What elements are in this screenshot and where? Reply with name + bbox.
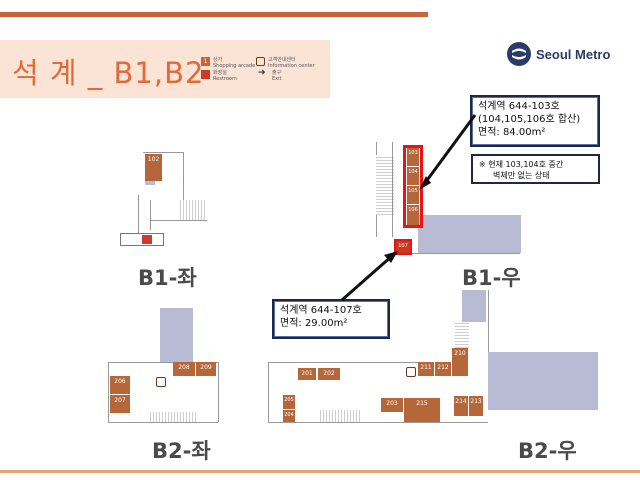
b2-right-outline-right xyxy=(488,290,489,360)
arrow-head-107 xyxy=(384,251,398,263)
b2-left-outline-left xyxy=(108,362,109,422)
b2-right-info-center-icon xyxy=(406,367,416,377)
b1-left-outline-bottom xyxy=(150,220,207,221)
callout-103-line1: 석계역 644-103호 xyxy=(478,101,560,112)
arrow-to-107 xyxy=(341,254,393,302)
callout-103-line2: (104,105,106호 합산) xyxy=(478,114,581,125)
shop-207: 207 xyxy=(110,395,130,413)
b1-right-outline-inner xyxy=(392,142,393,237)
shop-104: 104 xyxy=(407,167,419,185)
shop-205: 205 xyxy=(283,395,295,409)
title-panel xyxy=(0,40,330,98)
floor-label-b2-right: B2-우 xyxy=(518,439,577,463)
page-title: 석 계 _ B1,B2 xyxy=(12,56,205,90)
callout-107-line2: 면적: 29.00m² xyxy=(280,318,348,329)
b2-left-outline-top xyxy=(108,362,218,363)
shop-208: 208 xyxy=(173,362,195,376)
shop-203: 203 xyxy=(381,398,403,412)
shop-105: 105 xyxy=(407,186,419,204)
b2-right-escalator xyxy=(455,322,469,348)
shop-209: 209 xyxy=(196,362,216,376)
b1-left-outline-right xyxy=(183,152,184,202)
b2-right-outline-bottom xyxy=(268,422,488,423)
callout-103-line3: 면적: 84.00m² xyxy=(478,127,546,138)
shop-214: 214 xyxy=(454,396,468,416)
b1-right-outline-bottom xyxy=(390,253,520,254)
info-center-legend-icon xyxy=(256,57,265,66)
shop-204: 204 xyxy=(283,410,295,422)
floor-label-b1-right: B1-우 xyxy=(462,266,521,290)
b2-right-stairs xyxy=(320,410,360,422)
exit-arrow-icon: ➔ xyxy=(258,68,266,78)
shop-215: 215 xyxy=(404,398,440,422)
b2-right-outline-top xyxy=(268,362,418,363)
note-line2: 벽체만 없는 상태 xyxy=(493,171,550,180)
shop-201: 201 xyxy=(298,368,316,380)
seoul-metro-emblem-icon xyxy=(507,42,531,66)
shop-legend-icon: 1 xyxy=(201,57,210,66)
brand-name: Seoul Metro xyxy=(536,46,611,62)
shop-102: 102 xyxy=(145,154,162,181)
b1-left-stairs xyxy=(180,200,206,220)
top-accent-bar xyxy=(0,12,428,17)
arrow-head-103 xyxy=(419,176,431,190)
b2-right-concourse xyxy=(488,352,598,410)
b1-left-outline-shaft2 xyxy=(150,200,151,230)
floor-label-b2-left: B2-좌 xyxy=(152,439,211,463)
restroom-legend-icon xyxy=(201,70,210,79)
shop-206: 206 xyxy=(110,376,130,394)
restroom-icon xyxy=(142,235,152,244)
b2-left-outline-right xyxy=(218,362,219,422)
shop-107: 107 xyxy=(396,241,410,253)
shop-210: 210 xyxy=(452,348,468,376)
highlight-box-107 xyxy=(394,239,412,255)
shop-211: 211 xyxy=(418,362,434,376)
shop-212: 212 xyxy=(435,362,451,376)
shop-213: 213 xyxy=(469,396,483,416)
b2-left-outline-bottom xyxy=(108,422,218,423)
b1-right-stairs xyxy=(376,155,394,215)
b1-left-outline-top xyxy=(143,152,183,153)
callout-107-line1: 석계역 644-107호 xyxy=(280,305,362,316)
floor-label-b1-left: B1-좌 xyxy=(138,266,197,290)
b2-left-wall-block xyxy=(160,308,193,363)
shop-103: 103 xyxy=(407,148,419,166)
b1-right-concourse xyxy=(418,215,521,253)
b2-left-info-center-icon xyxy=(156,377,166,387)
b2-left-stairs xyxy=(150,412,196,422)
callout-shop-103: 석계역 644-103호 (104,105,106호 합산) 면적: 84.00… xyxy=(470,95,600,147)
b1-left-outline-shaft xyxy=(138,195,139,235)
legend-shop-number: 1 xyxy=(203,58,208,65)
arrow-to-103 xyxy=(423,114,477,184)
shop-202: 202 xyxy=(318,368,340,380)
seoul-metro-logo: Seoul Metro xyxy=(506,40,610,68)
shop-106: 106 xyxy=(407,205,419,225)
callout-shop-107: 석계역 644-107호 면적: 29.00m² xyxy=(272,299,390,339)
b2-right-outline-left xyxy=(268,362,269,422)
bottom-accent-bar xyxy=(0,470,640,473)
wall-status-note: ※ 현재 103,104호 중간 벽체만 없는 상태 xyxy=(471,154,600,184)
note-line1: ※ 현재 103,104호 중간 xyxy=(479,160,564,169)
b2-right-wall-block xyxy=(462,290,486,322)
